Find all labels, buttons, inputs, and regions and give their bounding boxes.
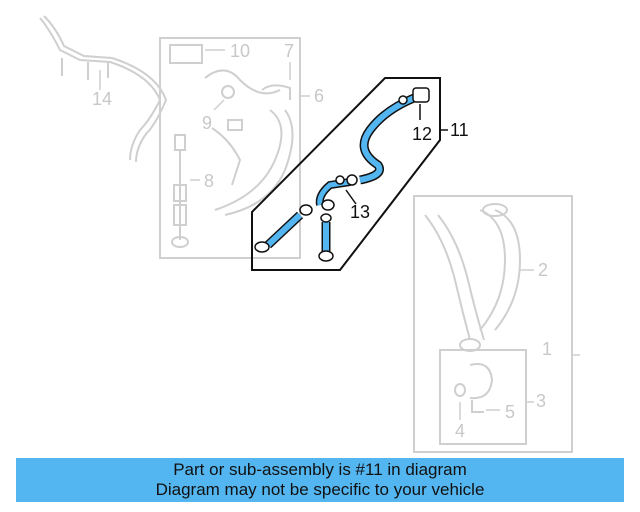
hose-middle bbox=[317, 179, 351, 206]
clamp-13 bbox=[346, 174, 358, 186]
group-6-assembly bbox=[159, 37, 301, 259]
callout-4: 4 bbox=[455, 421, 465, 441]
assembly-11-outline bbox=[251, 77, 441, 271]
hose-connectors bbox=[254, 87, 430, 262]
callout-12: 12 bbox=[412, 124, 432, 144]
tube-14 bbox=[39, 15, 168, 163]
callout-1: 1 bbox=[542, 339, 552, 359]
caption-line-2: Diagram may not be specific to your vehi… bbox=[155, 480, 485, 499]
hose-upper bbox=[359, 95, 416, 183]
callout-13: 13 bbox=[350, 202, 370, 222]
leader-13 bbox=[345, 189, 357, 205]
callout-11: 11 bbox=[450, 120, 469, 140]
caption-line-1: Part or sub-assembly is #11 in diagram bbox=[173, 460, 467, 479]
callout-8: 8 bbox=[204, 171, 214, 191]
callout-10: 10 bbox=[230, 41, 250, 61]
hose-lower-left bbox=[265, 212, 303, 248]
parts-diagram: 1 2 3 4 5 6 7 8 9 10 11 12 13 14 bbox=[39, 15, 580, 453]
connector-12 bbox=[412, 87, 430, 103]
hose-assembly-11 bbox=[251, 77, 448, 271]
callout-9: 9 bbox=[202, 113, 212, 133]
group-1-assembly bbox=[413, 195, 573, 453]
callout-3: 3 bbox=[536, 391, 546, 411]
callout-5: 5 bbox=[505, 402, 515, 422]
part-caption-banner: Part or sub-assembly is #11 in diagram D… bbox=[16, 458, 624, 502]
callout-14: 14 bbox=[92, 89, 112, 109]
callout-2: 2 bbox=[538, 260, 548, 280]
faded-leader-lines bbox=[99, 49, 580, 420]
callout-7: 7 bbox=[284, 41, 294, 61]
callout-6: 6 bbox=[314, 86, 324, 106]
